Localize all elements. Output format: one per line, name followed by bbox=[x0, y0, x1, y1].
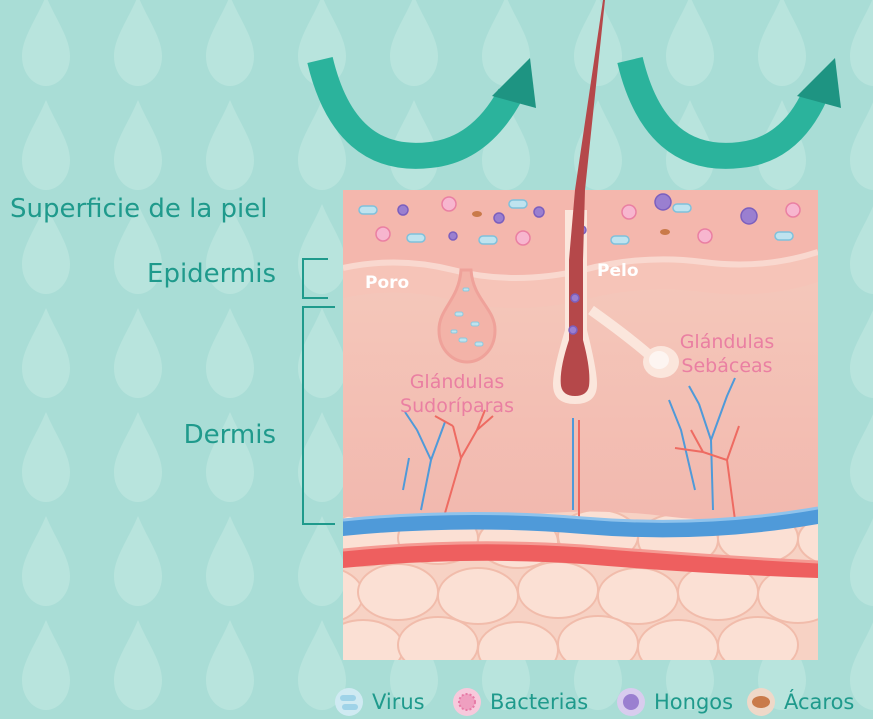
epidermis-label: Epidermis bbox=[147, 259, 276, 289]
legend-label: Bacterias bbox=[490, 690, 588, 714]
virus-icon bbox=[332, 687, 366, 717]
legend-virus: Virus bbox=[332, 686, 425, 718]
legend-label: Ácaros bbox=[784, 690, 854, 714]
legend-mite: Ácaros bbox=[744, 686, 854, 718]
mite-icon bbox=[744, 687, 778, 717]
legend-label: Virus bbox=[372, 690, 425, 714]
surface-label: Superficie de la piel bbox=[10, 194, 267, 224]
fungus-icon bbox=[614, 687, 648, 717]
sweat-glands-label-1: Glándulas bbox=[410, 371, 505, 393]
pore-label: Poro bbox=[365, 273, 409, 293]
legend-fungus: Hongos bbox=[614, 686, 733, 718]
legend-label: Hongos bbox=[654, 690, 733, 714]
sweat-glands-label-2: Sudoríparas bbox=[400, 395, 514, 417]
sebaceous-label-1: Glándulas bbox=[680, 331, 775, 353]
sebaceous-label-2: Sebáceas bbox=[681, 355, 772, 377]
bacteria-icon bbox=[450, 687, 484, 717]
fat-cells bbox=[283, 510, 873, 678]
dermis-label: Dermis bbox=[184, 420, 276, 450]
skin-diagram: Poro Pelo Glándulas Sudoríparas Glándula… bbox=[343, 190, 818, 660]
hair-label: Pelo bbox=[597, 261, 639, 281]
legend-bacteria: Bacterias bbox=[450, 686, 588, 718]
